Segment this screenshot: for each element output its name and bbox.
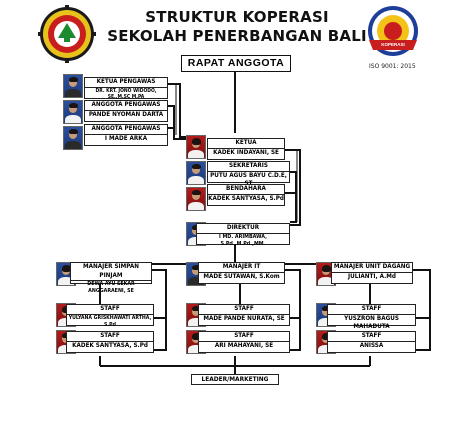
right-logo-badge xyxy=(365,4,421,62)
staff-name: KADEK SANTYASA, S.Pd xyxy=(67,340,153,351)
staff-box-4: STAFF ARI MAHAYANI, SE xyxy=(198,331,290,353)
staff-role: STAFF xyxy=(234,332,254,339)
manager-box-unit-dagang: MANAJER UNIT DAGANG JULIANTI, A.Md xyxy=(331,262,413,284)
right-logo-text: KOPERASI xyxy=(381,42,405,47)
pengawas-name: PANDE NYOMAN DARTA xyxy=(85,109,167,120)
chart-title-line2: SEKOLAH PENERBANGAN BALI xyxy=(107,27,367,45)
bendahara-photo xyxy=(186,187,206,211)
staff-role: STAFF xyxy=(234,305,254,312)
ketua-role: KETUA xyxy=(235,139,257,146)
pengawas-photo-1 xyxy=(63,74,83,98)
left-logo-emblem xyxy=(38,5,96,63)
staff-role: STAFF xyxy=(361,305,382,312)
staff-role: STAFF xyxy=(361,332,382,339)
staff-role: STAFF xyxy=(100,332,120,339)
manager-role: MANAJER IT xyxy=(222,263,261,270)
sekretaris-box: SEKRETARIS PUTU AGUS BAYU C.D.E, ST xyxy=(207,161,290,187)
pengawas-role: ANGGOTA PENGAWAS xyxy=(91,101,161,108)
pengawas-name: DR. KRT. JONO WIDODO, SE.,M.SC M.PA xyxy=(85,86,167,102)
leader-marketing-box: LEADER/MARKETING xyxy=(191,374,279,385)
pengawas-name: I MADE ARKA xyxy=(85,133,167,144)
staff-box-5: STAFF YUSZRON BAGUS MAHADUTA xyxy=(327,304,416,330)
leader-label: LEADER/MARKETING xyxy=(201,375,269,383)
pengawas-box-2: ANGGOTA PENGAWAS PANDE NYOMAN DARTA xyxy=(84,100,168,122)
staff-box-3: STAFF MADE PANDE NURATA, SE xyxy=(198,304,290,326)
manager-box-it: MANAJER IT MADE SUTAWAN, S.Kom xyxy=(198,262,285,284)
pengawas-box-1: KETUA PENGAWAS DR. KRT. JONO WIDODO, SE.… xyxy=(84,77,168,102)
ketua-name: KADEK INDAYANI, SE xyxy=(208,147,284,158)
bendahara-box: BENDAHARA KADEK SANTYASA, S.Pd xyxy=(207,184,285,206)
manager-name: DEWA AYU SEKAR ANGGARAENI, SE xyxy=(71,280,151,295)
iso-certification: ISO 9001: 2015 xyxy=(369,63,416,70)
manager-role: MANAJER UNIT DAGANG xyxy=(333,263,411,270)
sekretaris-role: SEKRETARIS xyxy=(229,162,268,169)
manager-name: MADE SUTAWAN, S.Kom xyxy=(199,271,284,282)
staff-name: ARI MAHAYANI, SE xyxy=(199,340,289,351)
staff-role: STAFF xyxy=(100,305,120,312)
sekretaris-name: PUTU AGUS BAYU C.D.E, ST xyxy=(208,170,289,189)
bendahara-name: KADEK SANTYASA, S.Pd xyxy=(208,193,284,202)
ketua-photo xyxy=(186,135,206,159)
manager-role: MANAJER SIMPAN PINJAM xyxy=(83,263,139,279)
pengawas-photo-3 xyxy=(63,126,83,150)
staff-box-1: STAFF YULYANA GRISKHAWATI ARTHA, S.Pd xyxy=(66,304,154,328)
staff-name: ANISSA xyxy=(328,340,415,351)
staff-box-2: STAFF KADEK SANTYASA, S.Pd xyxy=(66,331,154,353)
direktur-name: I MD. ARIMBAWA, S.Pd.,M.Pd.,MM. xyxy=(197,232,289,249)
bendahara-role: BENDAHARA xyxy=(226,185,266,192)
staff-box-6: STAFF ANISSA xyxy=(327,331,416,353)
pengawas-role: ANGGOTA PENGAWAS xyxy=(91,125,161,132)
ketua-box: KETUA KADEK INDAYANI, SE xyxy=(207,138,285,160)
staff-name: YUSZRON BAGUS MAHADUTA xyxy=(328,313,415,332)
manager-box-simpan-pinjam: MANAJER SIMPAN PINJAM DEWA AYU SEKAR ANG… xyxy=(70,262,152,294)
pengawas-box-3: ANGGOTA PENGAWAS I MADE ARKA xyxy=(84,124,168,146)
direktur-role: DIREKTUR xyxy=(226,224,260,231)
staff-name: YULYANA GRISKHAWATI ARTHA, S.Pd xyxy=(67,313,153,328)
sekretaris-photo xyxy=(186,161,206,185)
chart-title-line1: STRUKTUR KOPERASI xyxy=(145,8,329,26)
direktur-box: DIREKTUR I MD. ARIMBAWA, S.Pd.,M.Pd.,MM. xyxy=(196,223,290,247)
pengawas-photo-2 xyxy=(63,100,83,124)
pengawas-role: KETUA PENGAWAS xyxy=(96,78,156,85)
manager-name: JULIANTI, A.Md xyxy=(332,271,412,282)
staff-name: MADE PANDE NURATA, SE xyxy=(199,313,289,324)
rapat-anggota-box: RAPAT ANGGOTA xyxy=(181,55,291,72)
